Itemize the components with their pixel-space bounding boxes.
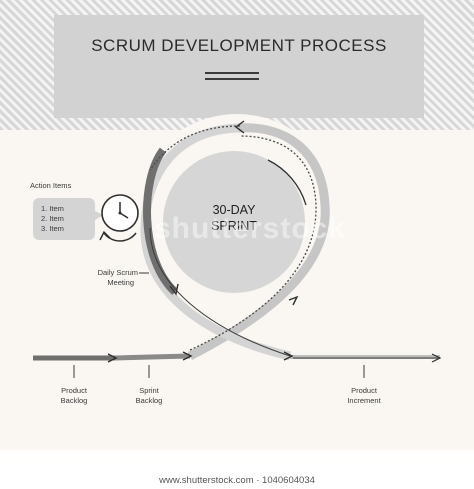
clock-icon: [101, 194, 139, 232]
title-underline: [205, 72, 259, 74]
arrow-icon: [182, 351, 193, 361]
sprint-backlog-label: Sprint: [139, 386, 159, 395]
loop-dotted-guide: [149, 125, 241, 171]
footer-text: www.shutterstock.com · 1040604034: [159, 475, 315, 486]
loop-dark-band: [143, 147, 178, 295]
increment-arrowhead: [431, 353, 442, 363]
sprint-arc: [267, 159, 307, 206]
daily-scrum-label: Daily Scrum: [97, 268, 138, 277]
daily-scrum-label: Meeting: [107, 278, 134, 287]
footer-bar: [0, 450, 474, 489]
loop-dotted-guide: [189, 135, 317, 351]
title-underline: [205, 78, 259, 80]
arrow-icon: [234, 120, 245, 134]
product-backlog-label: Backlog: [60, 396, 88, 405]
product-backlog-label: Product: [61, 386, 87, 395]
product-increment-label: Product: [351, 386, 377, 395]
arrow-icon: [283, 351, 294, 361]
action-item: 2. Item: [41, 214, 64, 223]
arrow-icon: [288, 295, 299, 306]
page-title: SCRUM DEVELOPMENT PROCESS: [91, 36, 387, 55]
action-items-bubble: [33, 198, 95, 240]
loop-inner-line: [149, 227, 291, 357]
arrow-icon: [169, 283, 179, 296]
arrow-icon: [107, 353, 118, 363]
action-items-heading: Action Items: [30, 181, 72, 190]
sprint-backlog-label: Backlog: [135, 396, 163, 405]
sprint-backlog-track: [114, 353, 191, 361]
sprint-label-line1: 30-DAY: [212, 203, 256, 217]
refresh-arrow-icon: [99, 230, 137, 242]
action-item: 3. Item: [41, 224, 64, 233]
sprint-circle: [163, 151, 305, 293]
action-item: 1. Item: [41, 204, 64, 213]
loop-upper-light-band: [187, 123, 330, 361]
watermark: shutterstock: [153, 212, 347, 245]
bubble-tail: [95, 211, 103, 220]
product-increment-label: Increment: [347, 396, 381, 405]
title-panel: [54, 15, 424, 118]
sprint-label-line2: SPRINT: [211, 219, 257, 233]
